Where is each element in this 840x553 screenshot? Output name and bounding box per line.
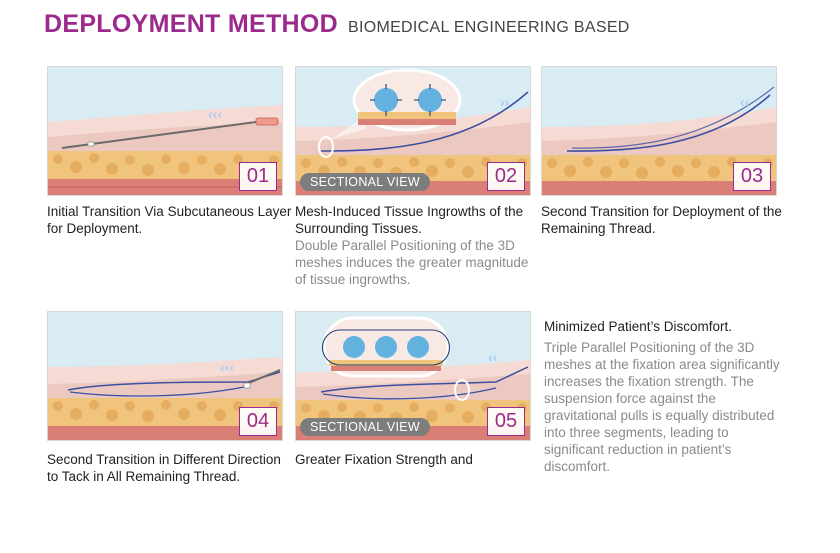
svg-text:‹‹: ‹‹ [740, 94, 750, 110]
svg-text:‹‹: ‹‹ [488, 349, 498, 365]
side-note: Minimized Patient’s Discomfort. Triple P… [544, 318, 780, 475]
step-3-caption: Second Transition for Deployment of the … [541, 203, 786, 237]
step-caption-text: Initial Transition Via Subcutaneous Laye… [47, 204, 292, 236]
step-number-badge: 02 [487, 162, 525, 191]
sectional-view-label: SECTIONAL VIEW [300, 418, 431, 436]
side-note-title: Minimized Patient’s Discomfort. [544, 319, 733, 334]
step-panel-3: ‹‹ 03 [541, 66, 777, 196]
step-description-text: Double Parallel Positioning of the 3D me… [295, 238, 529, 287]
step-number-badge: 03 [733, 162, 771, 191]
step-number-badge: 05 [487, 407, 525, 436]
sectional-view-label: SECTIONAL VIEW [300, 173, 431, 191]
step-number-badge: 01 [239, 162, 277, 191]
page-title: DEPLOYMENT METHOD [44, 10, 338, 38]
side-note-body: Triple Parallel Positioning of the 3D me… [544, 340, 780, 474]
svg-text:››: ›› [500, 94, 510, 110]
step-4-illustration: ‹‹‹ [48, 312, 282, 440]
step-panel-4: ‹‹‹ 04 [47, 311, 283, 441]
step-caption-text: Mesh-Induced Tissue Ingrowths of the Sur… [295, 204, 524, 236]
step-panel-2: ›› SECTIONAL VIEW 02 [295, 66, 531, 196]
step-number-badge: 04 [239, 407, 277, 436]
step-panel-5: ‹‹ SECTIONAL VIEW 05 [295, 311, 531, 441]
header: DEPLOYMENT METHOD BIOMEDICAL ENGINEERING… [44, 10, 630, 39]
step-caption-text: Greater Fixation Strength and [295, 452, 473, 467]
step-2-caption: Mesh-Induced Tissue Ingrowths of the Sur… [295, 203, 535, 288]
step-3-illustration: ‹‹ [542, 67, 776, 195]
svg-text:‹‹‹: ‹‹‹ [220, 359, 234, 375]
step-5-caption: Greater Fixation Strength and [295, 451, 535, 468]
svg-text:‹‹‹: ‹‹‹ [208, 106, 222, 122]
step-caption-text: Second Transition in Different Direction… [47, 452, 281, 484]
page-subtitle: BIOMEDICAL ENGINEERING BASED [348, 19, 630, 36]
step-4-caption: Second Transition in Different Direction… [47, 451, 287, 485]
step-caption-text: Second Transition for Deployment of the … [541, 204, 782, 236]
step-1-caption: Initial Transition Via Subcutaneous Laye… [47, 203, 292, 237]
step-panel-1: ‹‹‹ 01 [47, 66, 283, 196]
step-1-illustration: ‹‹‹ [48, 67, 282, 195]
